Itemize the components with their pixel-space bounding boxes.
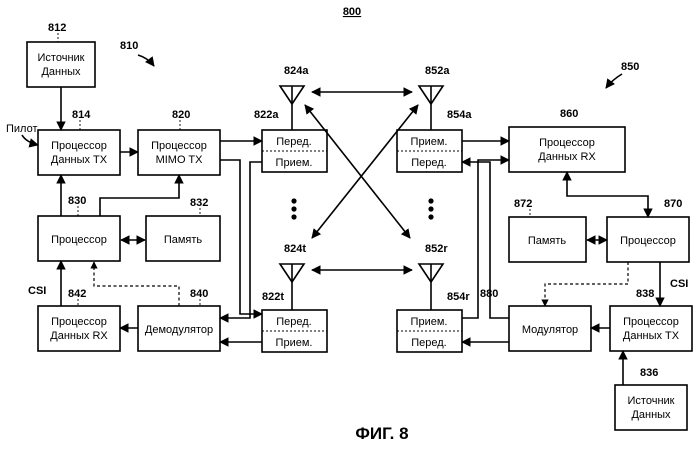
svg-text:Прием.: Прием. [276, 337, 313, 349]
label-852a: 852a [425, 65, 450, 77]
svg-text:Данных TX: Данных TX [51, 154, 108, 166]
block-836-data-source: Источник Данных [615, 385, 687, 430]
svg-text:Перед.: Перед. [276, 316, 312, 328]
number-842: 842 [68, 288, 86, 300]
number-880: 880 [480, 288, 498, 300]
antenna-852r [419, 264, 443, 310]
svg-text:Прием.: Прием. [411, 136, 448, 148]
svg-text:Прием.: Прием. [276, 157, 313, 169]
svg-text:Перед.: Перед. [276, 136, 312, 148]
block-820-tx-mimo-processor: Процессор MIMO TX [138, 130, 220, 175]
antenna-824a [280, 86, 304, 130]
svg-text:Процессор: Процессор [620, 235, 676, 247]
block-870-processor: Процессор [607, 217, 689, 262]
ellipsis-left [291, 198, 296, 219]
antenna-824t [280, 264, 304, 310]
transceiver-822a: Перед. Прием. [262, 130, 327, 172]
block-840-demodulator: Демодулятор [138, 306, 220, 351]
label-822a: 822a [254, 109, 279, 121]
number-872: 872 [514, 198, 532, 210]
label-854r: 854r [447, 291, 470, 303]
svg-text:Данных: Данных [631, 409, 671, 421]
antenna-852a [419, 86, 443, 130]
label-852r: 852r [425, 243, 448, 255]
svg-text:Память: Память [528, 235, 567, 247]
arrow-822a-840 [220, 162, 262, 318]
arrow-pilot [22, 135, 38, 145]
arrow-810 [138, 55, 154, 66]
svg-text:Перед.: Перед. [411, 157, 447, 169]
svg-text:Данных TX: Данных TX [623, 330, 680, 342]
label-810: 810 [120, 40, 138, 52]
number-870: 870 [664, 198, 682, 210]
number-840: 840 [190, 288, 208, 300]
label-824a: 824a [284, 65, 309, 77]
number-814: 814 [72, 109, 91, 121]
label-822t: 822t [262, 291, 284, 303]
svg-text:Процессор: Процессор [51, 316, 107, 328]
svg-text:Процессор: Процессор [539, 137, 595, 149]
label-854a: 854a [447, 109, 472, 121]
svg-text:Процессор: Процессор [151, 140, 207, 152]
transceiver-854a: Прием. Перед. [397, 130, 462, 172]
dashed-870-880 [545, 262, 628, 306]
number-820: 820 [172, 109, 190, 121]
block-830-processor: Процессор [38, 216, 120, 261]
number-812: 812 [48, 22, 66, 34]
block-880-modulator: Модулятор [509, 306, 591, 351]
svg-text:Процессор: Процессор [51, 140, 107, 152]
figure-caption: ФИГ. 8 [355, 424, 408, 443]
pilot-label: Пилот [6, 123, 38, 135]
svg-text:Данных RX: Данных RX [538, 151, 596, 163]
arrow-850 [606, 74, 622, 88]
svg-text:MIMO TX: MIMO TX [156, 154, 204, 166]
dashed-840-830 [94, 262, 179, 306]
block-872-memory: Память [509, 217, 586, 262]
block-832-memory: Память [146, 216, 220, 261]
svg-text:Демодулятор: Демодулятор [145, 324, 213, 336]
arrow-860-870 [567, 172, 648, 217]
svg-text:Память: Память [164, 234, 203, 246]
svg-text:Данных RX: Данных RX [50, 330, 108, 342]
number-832: 832 [190, 197, 208, 209]
ellipsis-right [428, 198, 433, 219]
svg-text:Процессор: Процессор [51, 234, 107, 246]
block-838-tx-data-processor: Процессор Данных TX [610, 306, 692, 351]
svg-text:Источник: Источник [38, 52, 85, 64]
arrow-820-822t [220, 160, 262, 314]
csi-label-left: CSI [28, 285, 46, 297]
transceiver-854r: Прием. Перед. [397, 310, 462, 352]
number-836: 836 [640, 367, 658, 379]
transceiver-822t: Перед. Прием. [262, 310, 327, 352]
block-812-data-source: Источник Данных [27, 42, 95, 87]
figure-number: 800 [343, 6, 361, 18]
csi-label-right: CSI [670, 278, 688, 290]
svg-text:Модулятор: Модулятор [522, 324, 578, 336]
label-824t: 824t [284, 243, 306, 255]
svg-text:Данных: Данных [41, 66, 81, 78]
block-814-tx-data-processor: Процессор Данных TX [38, 130, 120, 175]
label-850: 850 [621, 61, 639, 73]
svg-text:Процессор: Процессор [623, 316, 679, 328]
number-860: 860 [560, 108, 578, 120]
block-860-rx-data-processor: Процессор Данных RX [509, 127, 625, 172]
svg-text:Перед.: Перед. [411, 337, 447, 349]
number-838: 838 [636, 288, 654, 300]
number-830: 830 [68, 195, 86, 207]
block-842-rx-data-processor: Процессор Данных RX [38, 306, 120, 351]
svg-text:Источник: Источник [628, 395, 675, 407]
svg-text:Прием.: Прием. [411, 316, 448, 328]
arrow-830-820 [100, 175, 179, 216]
